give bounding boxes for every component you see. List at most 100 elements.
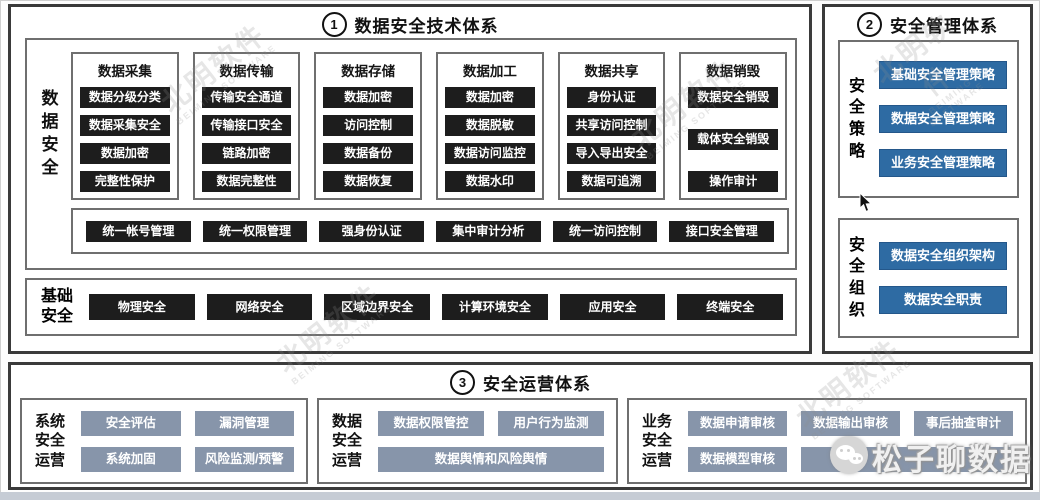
- tech-item: 共享访问控制: [566, 115, 657, 136]
- bottom-edge-strip: [0, 492, 1040, 500]
- number-badge-2: 2: [857, 12, 882, 37]
- tech-system-title: 1 数据安全技术体系: [11, 12, 809, 37]
- tech-item: 数据完整性: [201, 171, 292, 192]
- column-header: 数据加工: [462, 64, 517, 79]
- ops-system-title: 3 安全运营体系: [11, 370, 1030, 395]
- tech-item: 传输接口安全: [201, 115, 292, 136]
- side-label-data-security: 数据安全: [41, 89, 59, 177]
- channel-watermark: 松子聊数据: [872, 444, 1032, 477]
- tech-item: 数据备份: [323, 143, 414, 164]
- tech-item: 数据可追溯: [566, 171, 657, 192]
- tech-item: 数据水印: [445, 171, 535, 192]
- security-policy-frame: 安全策略 基础安全管理策略 数据安全管理策略 业务安全管理策略: [838, 40, 1019, 198]
- tech-item: 区域边界安全: [324, 294, 431, 320]
- tech-system-panel: 1 数据安全技术体系 数据安全 数据采集 数据分级分类 数据采集安全 数据加密 …: [8, 4, 812, 354]
- tech-item: 数据访问监控: [445, 143, 535, 164]
- tech-item: 数据脱敏: [445, 115, 535, 136]
- tech-item: 网络安全: [206, 294, 313, 320]
- side-label-security-org: 安全组织: [848, 236, 865, 319]
- ops-item: 数据权限管控: [378, 410, 484, 436]
- data-security-frame: 数据安全 数据采集 数据分级分类 数据采集安全 数据加密 完整性保护 数据传输 …: [25, 38, 797, 270]
- title-text: 安全运营体系: [483, 375, 591, 394]
- number-badge-1: 1: [321, 12, 347, 37]
- tech-item: 操作审计: [688, 171, 779, 192]
- column-header: 数据采集: [97, 64, 152, 79]
- security-org-frame: 安全组织 数据安全组织架构 数据安全职责: [838, 218, 1019, 338]
- tech-item: 统一权限管理: [202, 220, 308, 242]
- column-data-storage: 数据存储 数据加密 访问控制 数据备份 数据恢复: [314, 52, 423, 200]
- base-security-frame: 基础安全 物理安全 网络安全 区域边界安全 计算环境安全 应用安全 终端安全: [25, 278, 797, 336]
- ops-item: 数据模型审核: [688, 446, 787, 472]
- ops-item: 数据申请审核: [688, 410, 787, 436]
- mgmt-item: 基础安全管理策略: [879, 61, 1007, 89]
- data-ops-frame: 数据安全运营 数据权限管控 用户行为监测 数据舆情和风险舆情: [317, 398, 618, 484]
- tech-item: 访问控制: [323, 115, 414, 136]
- column-data-transmission: 数据传输 传输安全通道 传输接口安全 链路加密 数据完整性: [192, 52, 301, 200]
- ops-item: 事后抽查审计: [914, 410, 1013, 436]
- tech-item: 数据采集安全: [80, 115, 170, 136]
- ops-item: 漏洞管理: [194, 410, 294, 436]
- column-data-sharing: 数据共享 身份认证 共享访问控制 导入导出安全 数据可追溯: [557, 52, 666, 200]
- column-header: 数据共享: [584, 64, 639, 79]
- mgmt-item: 数据安全组织架构: [879, 242, 1007, 270]
- ops-item: 风险监测/预警: [194, 446, 294, 472]
- tech-item: 数据安全销毁: [688, 87, 779, 108]
- column-header: 数据传输: [219, 64, 274, 79]
- ops-item: 安全评估: [81, 410, 181, 436]
- tech-item: 导入导出安全: [566, 143, 657, 164]
- policy-items: 基础安全管理策略 数据安全管理策略 业务安全管理策略: [879, 61, 1007, 177]
- column-header: 数据销毁: [706, 64, 761, 79]
- tech-item: 数据加密: [80, 143, 170, 164]
- tech-item: 应用安全: [559, 294, 666, 320]
- side-label-data-ops: 数据安全运营: [332, 412, 363, 469]
- tech-item: 载体安全销毁: [688, 129, 779, 150]
- number-badge-3: 3: [450, 370, 475, 395]
- ops-item: 系统加固: [81, 446, 181, 472]
- system-ops-frame: 系统安全运营 安全评估 漏洞管理 系统加固 风险监测/预警: [20, 398, 308, 484]
- unified-capabilities-row: 统一帐号管理 统一权限管理 强身份认证 集中审计分析 统一访问控制 接口安全管理: [71, 208, 789, 254]
- tech-item: 数据加密: [323, 87, 414, 108]
- system-ops-items: 安全评估 漏洞管理 系统加固 风险监测/预警: [81, 410, 294, 472]
- side-label-base-security: 基础安全: [41, 288, 74, 325]
- ops-item: 数据舆情和风险舆情: [378, 446, 604, 472]
- tech-item: 强身份认证: [319, 220, 425, 242]
- column-data-destruction: 数据销毁 数据安全销毁 载体安全销毁 操作审计: [679, 52, 788, 200]
- title-text: 安全管理体系: [890, 17, 998, 36]
- data-ops-items: 数据权限管控 用户行为监测 数据舆情和风险舆情: [378, 410, 604, 472]
- tech-item: 统一帐号管理: [86, 220, 191, 242]
- ops-system-panel: 3 安全运营体系 系统安全运营 安全评估 漏洞管理 系统加固 风险监测/预警 数…: [8, 362, 1033, 490]
- wechat-icon: [830, 436, 868, 474]
- tech-item: 数据恢复: [323, 171, 414, 192]
- tech-item: 物理安全: [89, 294, 195, 320]
- tech-item: 统一访问控制: [552, 220, 658, 242]
- lifecycle-columns: 数据采集 数据分级分类 数据采集安全 数据加密 完整性保护 数据传输 传输安全通…: [71, 52, 788, 200]
- tech-item: 链路加密: [201, 143, 292, 164]
- business-ops-frame: 业务安全运营 数据申请审核 数据输出审核 事后抽查审计 数据模型审核: [627, 398, 1027, 484]
- column-header: 数据存储: [341, 64, 396, 79]
- ops-item: 用户行为监测: [498, 410, 604, 436]
- tech-item: 集中审计分析: [436, 220, 541, 242]
- mouse-cursor-icon: [859, 193, 873, 213]
- title-text: 数据安全技术体系: [354, 17, 499, 36]
- mgmt-item: 业务安全管理策略: [879, 149, 1007, 177]
- mgmt-item: 数据安全职责: [879, 286, 1007, 314]
- tech-item: 传输安全通道: [201, 87, 292, 108]
- tech-item: 完整性保护: [80, 171, 170, 192]
- business-ops-items: 数据申请审核 数据输出审核 事后抽查审计 数据模型审核: [688, 410, 1013, 472]
- side-label-security-policy: 安全策略: [848, 77, 865, 160]
- ops-item: 数据输出审核: [801, 410, 900, 436]
- tech-item: 数据加密: [445, 87, 535, 108]
- side-label-business-ops: 业务安全运营: [642, 412, 673, 469]
- tech-item: 终端安全: [677, 294, 784, 320]
- tech-item: 身份认证: [566, 87, 657, 108]
- tech-item: 接口安全管理: [669, 220, 775, 242]
- column-data-collection: 数据采集 数据分级分类 数据采集安全 数据加密 完整性保护: [71, 52, 179, 200]
- side-label-system-ops: 系统安全运营: [35, 412, 66, 469]
- column-data-processing: 数据加工 数据加密 数据脱敏 数据访问监控 数据水印: [436, 52, 544, 200]
- mgmt-system-title: 2 安全管理体系: [825, 12, 1030, 37]
- mgmt-system-panel: 2 安全管理体系 安全策略 基础安全管理策略 数据安全管理策略 业务安全管理策略…: [822, 4, 1033, 354]
- mgmt-item: 数据安全管理策略: [879, 105, 1007, 133]
- tech-item: 数据分级分类: [80, 87, 170, 108]
- tech-item: 计算环境安全: [442, 294, 548, 320]
